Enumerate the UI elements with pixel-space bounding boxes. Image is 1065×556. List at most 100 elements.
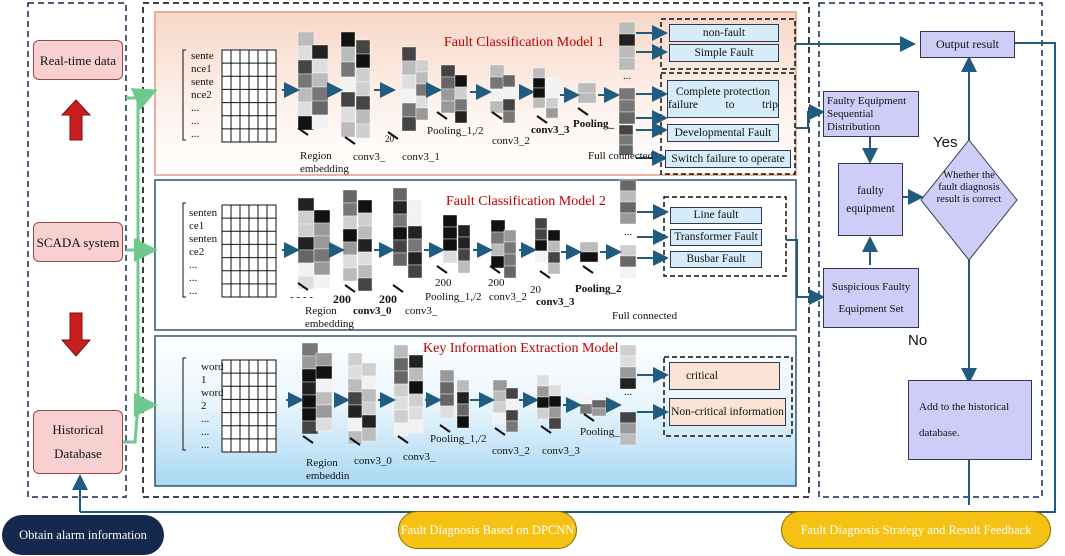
model3-feature-map: [393, 344, 409, 437]
model1-out-switch-label: Switch failure to operate: [671, 152, 785, 165]
model3-out-critical: critical: [669, 362, 780, 390]
model1-feature-map: [415, 59, 429, 121]
model1-feature-map: [618, 87, 636, 125]
model2-num-200d: 200: [488, 277, 505, 289]
model1-dots: ...: [623, 70, 632, 82]
model1-out-developmental: Developmental Fault: [667, 124, 779, 142]
model3-feature-map: [536, 374, 550, 420]
suspicious-set-box: Suspicious Faulty Equipment Set: [823, 268, 919, 328]
decision-diamond: [920, 139, 1018, 261]
model3-sentence-labels: word 1 word 2 ... ... ...: [201, 361, 224, 451]
model3-feature-map: [347, 352, 363, 445]
right-connectors: [80, 36, 1056, 513]
feed-arrows: [122, 88, 158, 444]
dpcnn-pill: Fault Diagnosis Based on DPCNN: [398, 511, 577, 549]
model1-feature-map: [454, 74, 468, 124]
strategy-label: Fault Diagnosis Strategy and Result Feed…: [800, 522, 1032, 537]
realtime-data-box: Real-time data: [33, 40, 123, 80]
model2-num-200b: 200: [379, 292, 397, 306]
model2-out-transformer-label: Transformer Fault: [674, 231, 758, 243]
model2-feature-map: [407, 199, 423, 279]
suspicious-set-label: Suspicious Faulty Equipment Set: [831, 281, 911, 315]
model3-conv-c: conv3_2: [492, 445, 530, 457]
historical-database-label: Historical Database: [52, 422, 104, 461]
model2-feature-map: [490, 219, 506, 269]
fc-arrows: [636, 25, 669, 420]
decision-label: Whether the fault diagnosis result is co…: [936, 170, 1002, 205]
model3-feature-map: [619, 411, 637, 446]
model2-feature-map: [392, 187, 408, 267]
add-historical-label: Add to the historical database.: [919, 401, 1010, 439]
model2-fc: Full connected: [612, 310, 678, 322]
model1-out-developmental-label: Developmental Fault: [674, 126, 772, 139]
model3-dots: ...: [624, 386, 633, 398]
model1-feature-map: [618, 21, 636, 71]
model3-pool2: Pooling_: [580, 426, 620, 438]
dpcnn-label: Fault Diagnosis Based on DPCNN: [400, 522, 575, 537]
scada-system-box: SCADA system: [33, 222, 123, 262]
model2-dots: ...: [624, 226, 633, 238]
model3-feature-map: [591, 399, 607, 417]
add-historical-box: Add to the historical database.: [908, 380, 1032, 460]
model2-conv-a: conv3_0: [353, 305, 392, 317]
output-result-box: Output result: [920, 31, 1015, 58]
model2-pool1: Pooling_1,/2: [425, 291, 482, 303]
faulty-equipment-box: faulty equipment: [838, 163, 903, 236]
model2-out-line-label: Line fault: [693, 209, 739, 221]
model2-region-label: Region embedding: [305, 305, 354, 330]
model3-feature-map: [315, 352, 333, 432]
output-result-label: Output result: [936, 37, 999, 51]
model2-pool2: Pooling_2: [575, 283, 622, 295]
model1-num-20: 20: [385, 134, 394, 144]
model2-conv-b: conv3_: [405, 305, 438, 317]
sequential-distribution-label: Faulty Equipment Sequential Distribution: [827, 94, 907, 133]
model3-pool1: Pooling_1,/2: [430, 433, 487, 445]
scada-system-label: SCADA system: [36, 234, 120, 250]
model3-conv-a: conv3_0: [354, 455, 392, 467]
token-grid: [221, 49, 277, 143]
red-arrows: [60, 99, 92, 357]
model2-num-200a: 200: [333, 292, 351, 306]
token-grid: [221, 204, 277, 298]
model3-out-noncritical-label: Non-critical information: [671, 405, 784, 418]
model1-out-simple-label: Simple Fault: [694, 46, 754, 59]
model1-feature-map: [297, 31, 315, 131]
model1-sentence-labels: sente nce1 sente nce2 ... ... ...: [191, 50, 214, 140]
model2-feature-map: [313, 209, 331, 289]
model3-feature-map: [492, 379, 508, 425]
model1-feature-map: [618, 124, 634, 156]
model1-out-simple: Simple Fault: [669, 44, 779, 62]
obtain-alarm-label: Obtain alarm information: [19, 527, 147, 542]
model3-conv-b: conv3_: [403, 451, 436, 463]
model3-feature-map: [505, 387, 519, 433]
model1-feature-map: [440, 64, 456, 114]
model2-conv-d: conv3_3: [536, 296, 575, 308]
model1-pool1: Pooling_1,/2: [427, 125, 484, 137]
model1-conv-b: conv3_1: [402, 151, 440, 163]
obtain-alarm-pill: Obtain alarm information: [2, 515, 164, 555]
model3-out-critical-label: critical: [686, 369, 718, 382]
input-grids: [182, 49, 186, 451]
model1-feature-map: [355, 39, 371, 139]
model2-out-busbar-label: Busbar Fault: [686, 253, 746, 265]
sequential-distribution-box: Faulty Equipment Sequential Distribution: [823, 91, 919, 137]
model2-out-line: Line fault: [670, 207, 762, 224]
model3-feature-map: [408, 354, 424, 434]
model2-feature-map: [547, 229, 561, 275]
model1-conv-d: conv3_3: [531, 124, 570, 136]
model2-feature-map: [619, 179, 637, 225]
model2-conv-c: conv3_2: [489, 291, 527, 303]
model2-feature-map: [457, 224, 471, 274]
model2-num-200c: 200: [435, 277, 452, 289]
realtime-data-label: Real-time data: [39, 52, 117, 68]
model1-feature-map: [532, 67, 546, 109]
model1-out-nonfault-label: non-fault: [702, 26, 746, 39]
model1-feature-map: [502, 74, 516, 124]
model3-feature-map: [301, 342, 319, 435]
model3-feature-map: [619, 344, 637, 390]
model3-feature-map: [456, 379, 470, 429]
model2-feature-map: [342, 189, 358, 282]
model2-dashes: - - - -: [290, 291, 313, 303]
model3-feature-map: [548, 384, 562, 430]
model1-region-label: Region embedding: [300, 150, 349, 175]
